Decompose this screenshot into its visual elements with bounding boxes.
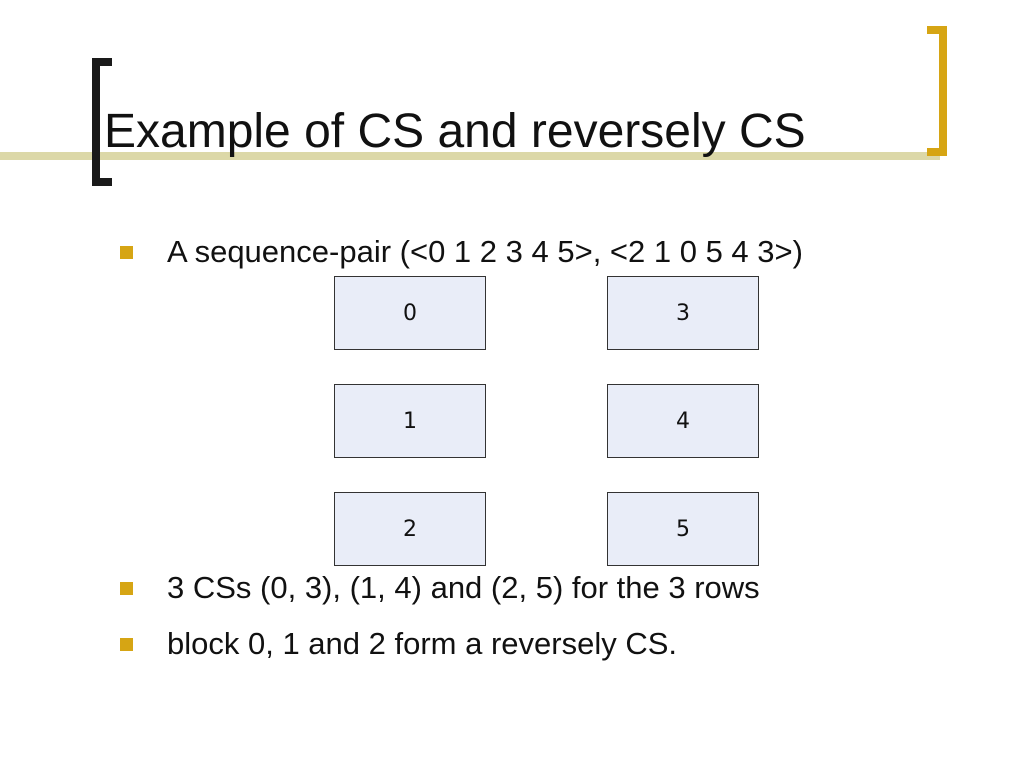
bullet-text: block 0, 1 and 2 form a reversely CS. xyxy=(167,626,678,661)
bullet-square-icon xyxy=(120,638,133,651)
block-4: 4 xyxy=(607,384,759,458)
bullet-square-icon xyxy=(120,582,133,595)
left-bracket-decoration xyxy=(92,58,112,186)
block-2: 2 xyxy=(334,492,486,566)
block-5: 5 xyxy=(607,492,759,566)
bullet-square-icon xyxy=(120,246,133,259)
bullet-text: A sequence-pair (<0 1 2 3 4 5>, <2 1 0 5… xyxy=(167,234,803,269)
title-accent-line xyxy=(0,152,940,160)
right-bracket-decoration xyxy=(927,26,947,156)
block-3: 3 xyxy=(607,276,759,350)
bullet-item-reversely-cs: block 0, 1 and 2 form a reversely CS. xyxy=(120,626,980,662)
block-1: 1 xyxy=(334,384,486,458)
block-0: 0 xyxy=(334,276,486,350)
bullet-text: 3 CSs (0, 3), (1, 4) and (2, 5) for the … xyxy=(167,570,760,605)
slide-title: Example of CS and reversely CS xyxy=(104,105,806,158)
bullet-item-sequence-pair: A sequence-pair (<0 1 2 3 4 5>, <2 1 0 5… xyxy=(120,234,920,270)
bullet-item-css-rows: 3 CSs (0, 3), (1, 4) and (2, 5) for the … xyxy=(120,570,980,606)
